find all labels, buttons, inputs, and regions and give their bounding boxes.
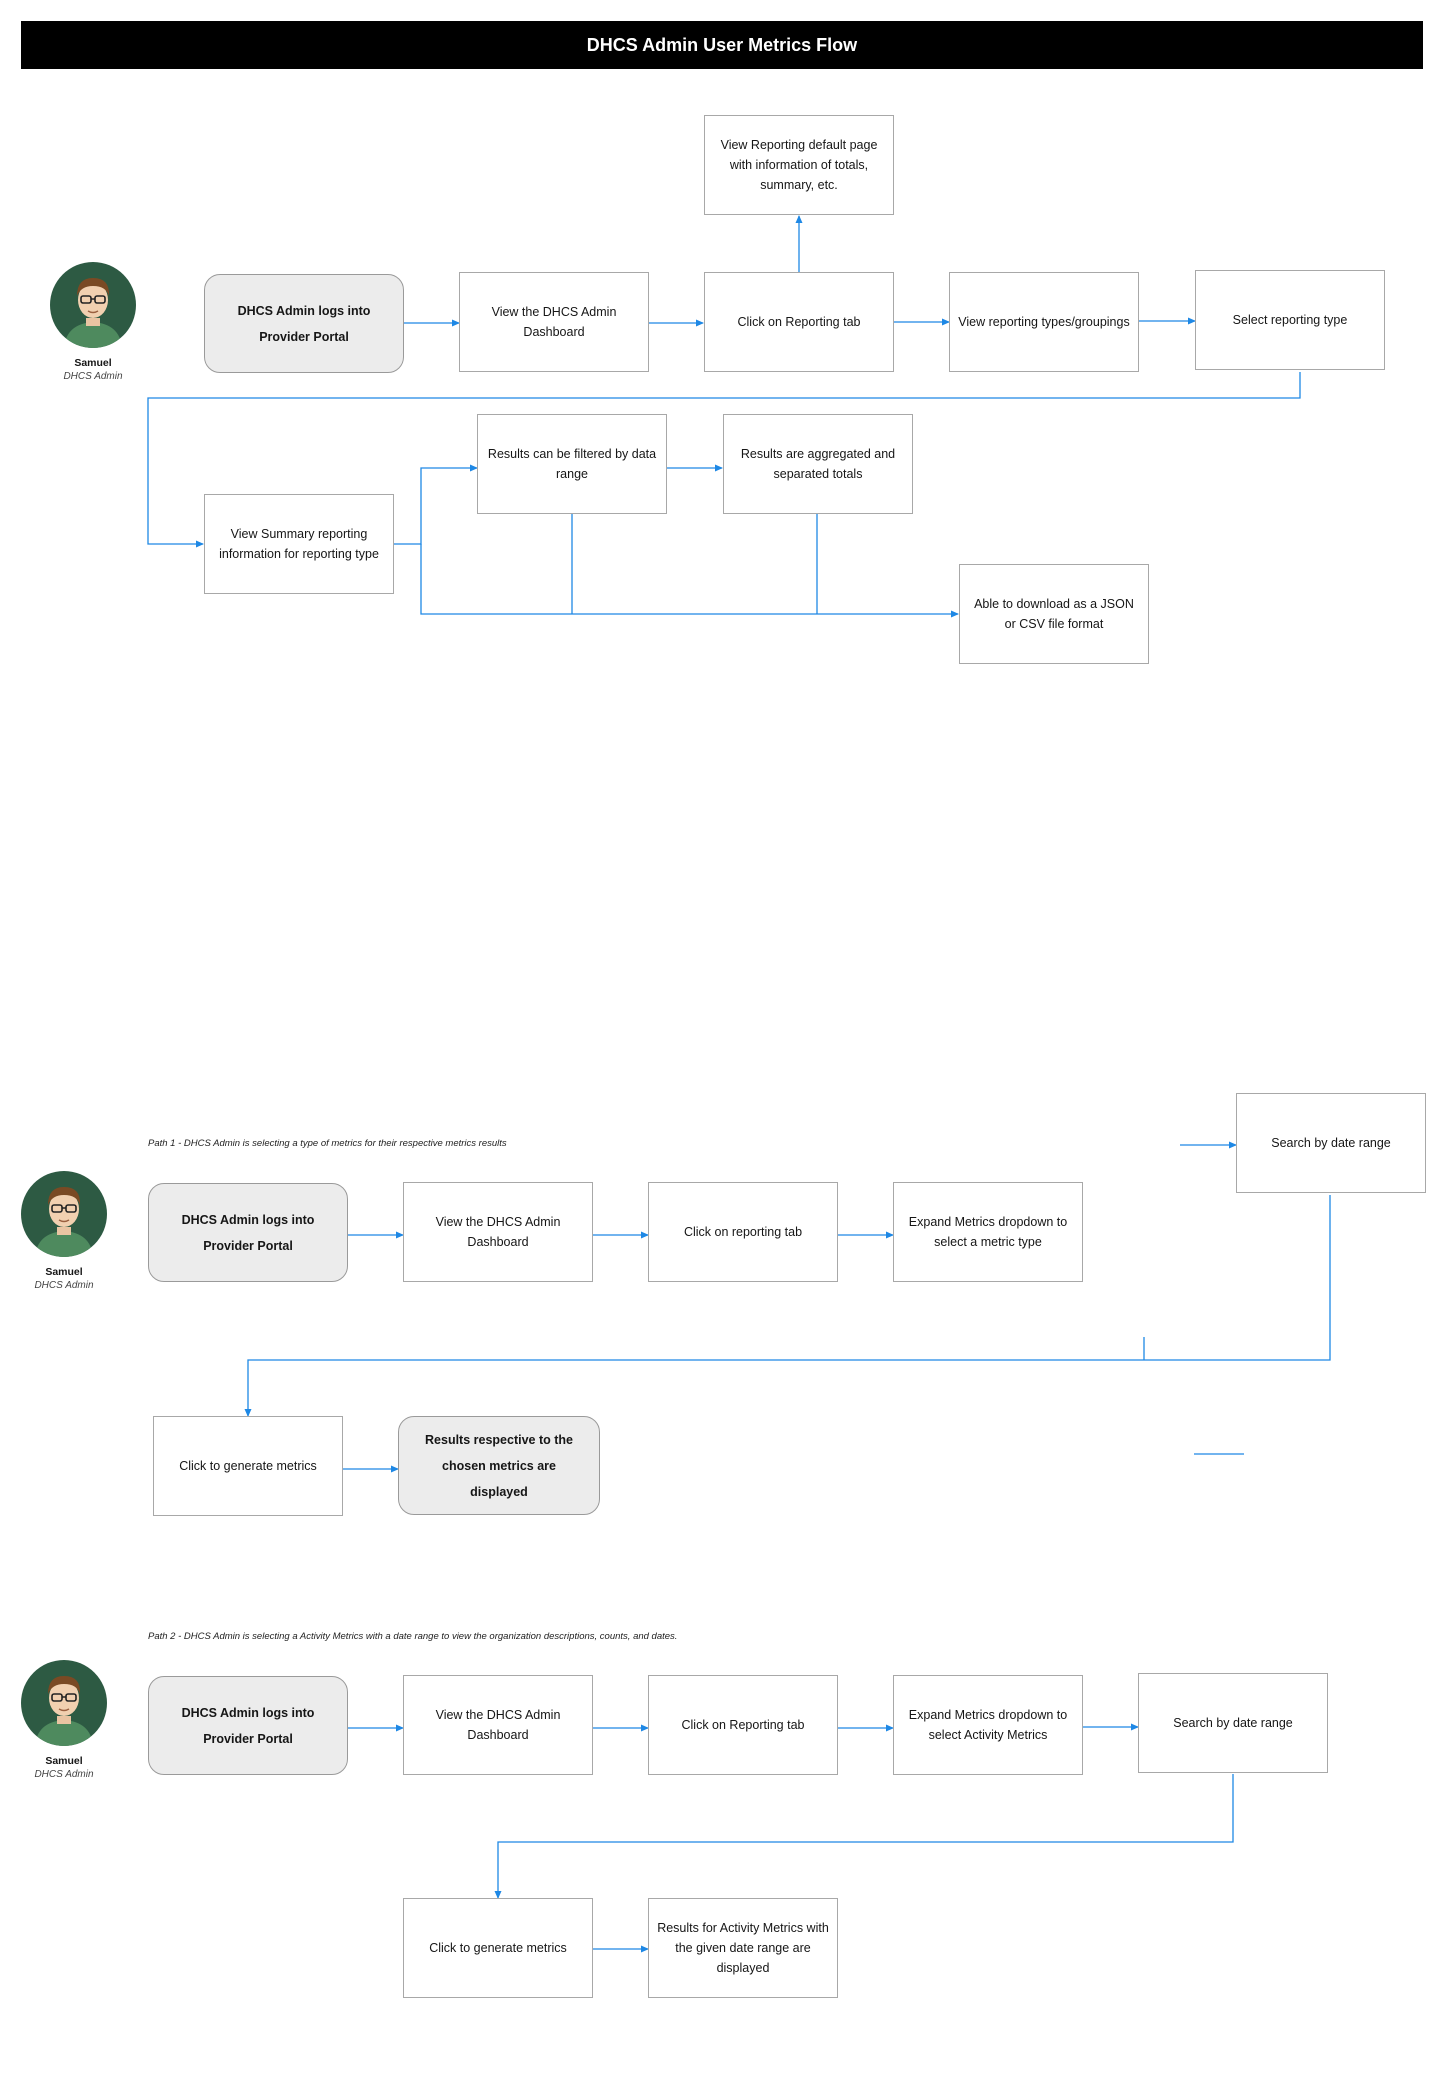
persona-samuel: Samuel DHCS Admin [19, 1660, 109, 1780]
avatar [21, 1660, 107, 1746]
persona-role: DHCS Admin [34, 1280, 94, 1291]
persona-samuel: Samuel DHCS Admin [19, 1171, 109, 1291]
path1-caption: Path 1 - DHCS Admin is selecting a type … [148, 1138, 507, 1149]
connector [244, 1195, 1331, 1417]
node-path2-search-date: Search by date range [1138, 1673, 1328, 1773]
node-path1-login: DHCS Admin logs into Provider Portal [148, 1183, 348, 1282]
node-path1-dashboard: View the DHCS Admin Dashboard [403, 1182, 593, 1282]
persona-name: Samuel [45, 1266, 83, 1278]
node-path1-expand-metrics: Expand Metrics dropdown to select a metr… [893, 1182, 1083, 1282]
node-view-dashboard: View the DHCS Admin Dashboard [459, 272, 649, 372]
node-path2-results: Results for Activity Metrics with the gi… [648, 1898, 838, 1998]
path2-caption: Path 2 - DHCS Admin is selecting a Activ… [148, 1631, 678, 1642]
person-icon [64, 278, 122, 348]
node-admin-login: DHCS Admin logs into Provider Portal [204, 274, 404, 373]
node-path2-generate-metrics: Click to generate metrics [403, 1898, 593, 1998]
node-view-reporting-types: View reporting types/groupings [949, 272, 1139, 372]
node-path1-generate-metrics: Click to generate metrics [153, 1416, 343, 1516]
node-path1-reporting-tab: Click on reporting tab [648, 1182, 838, 1282]
connector [420, 544, 959, 618]
node-path2-dashboard: View the DHCS Admin Dashboard [403, 1675, 593, 1775]
avatar [21, 1171, 107, 1257]
node-path2-reporting-tab: Click on Reporting tab [648, 1675, 838, 1775]
node-click-reporting-tab: Click on Reporting tab [704, 272, 894, 372]
connector [494, 1774, 1234, 1899]
persona-samuel: Samuel DHCS Admin [48, 262, 138, 382]
person-icon [35, 1187, 93, 1257]
node-path1-results: Results respective to the chosen metrics… [398, 1416, 600, 1515]
persona-role: DHCS Admin [34, 1769, 94, 1780]
persona-role: DHCS Admin [63, 371, 123, 382]
node-aggregated-results: Results are aggregated and separated tot… [723, 414, 913, 514]
node-path2-login: DHCS Admin logs into Provider Portal [148, 1676, 348, 1775]
node-path2-expand-metrics: Expand Metrics dropdown to select Activi… [893, 1675, 1083, 1775]
node-filter-results: Results can be filtered by data range [477, 414, 667, 514]
node-view-summary: View Summary reporting information for r… [204, 494, 394, 594]
avatar [50, 262, 136, 348]
node-reporting-default-page: View Reporting default page with informa… [704, 115, 894, 215]
node-download-file: Able to download as a JSON or CSV file f… [959, 564, 1149, 664]
person-icon [35, 1676, 93, 1746]
node-path1-search-date: Search by date range [1236, 1093, 1426, 1193]
page-title: DHCS Admin User Metrics Flow [21, 21, 1423, 69]
connector [147, 372, 1301, 548]
node-select-reporting-type: Select reporting type [1195, 270, 1385, 370]
connector [393, 464, 478, 545]
persona-name: Samuel [74, 357, 112, 369]
persona-name: Samuel [45, 1755, 83, 1767]
